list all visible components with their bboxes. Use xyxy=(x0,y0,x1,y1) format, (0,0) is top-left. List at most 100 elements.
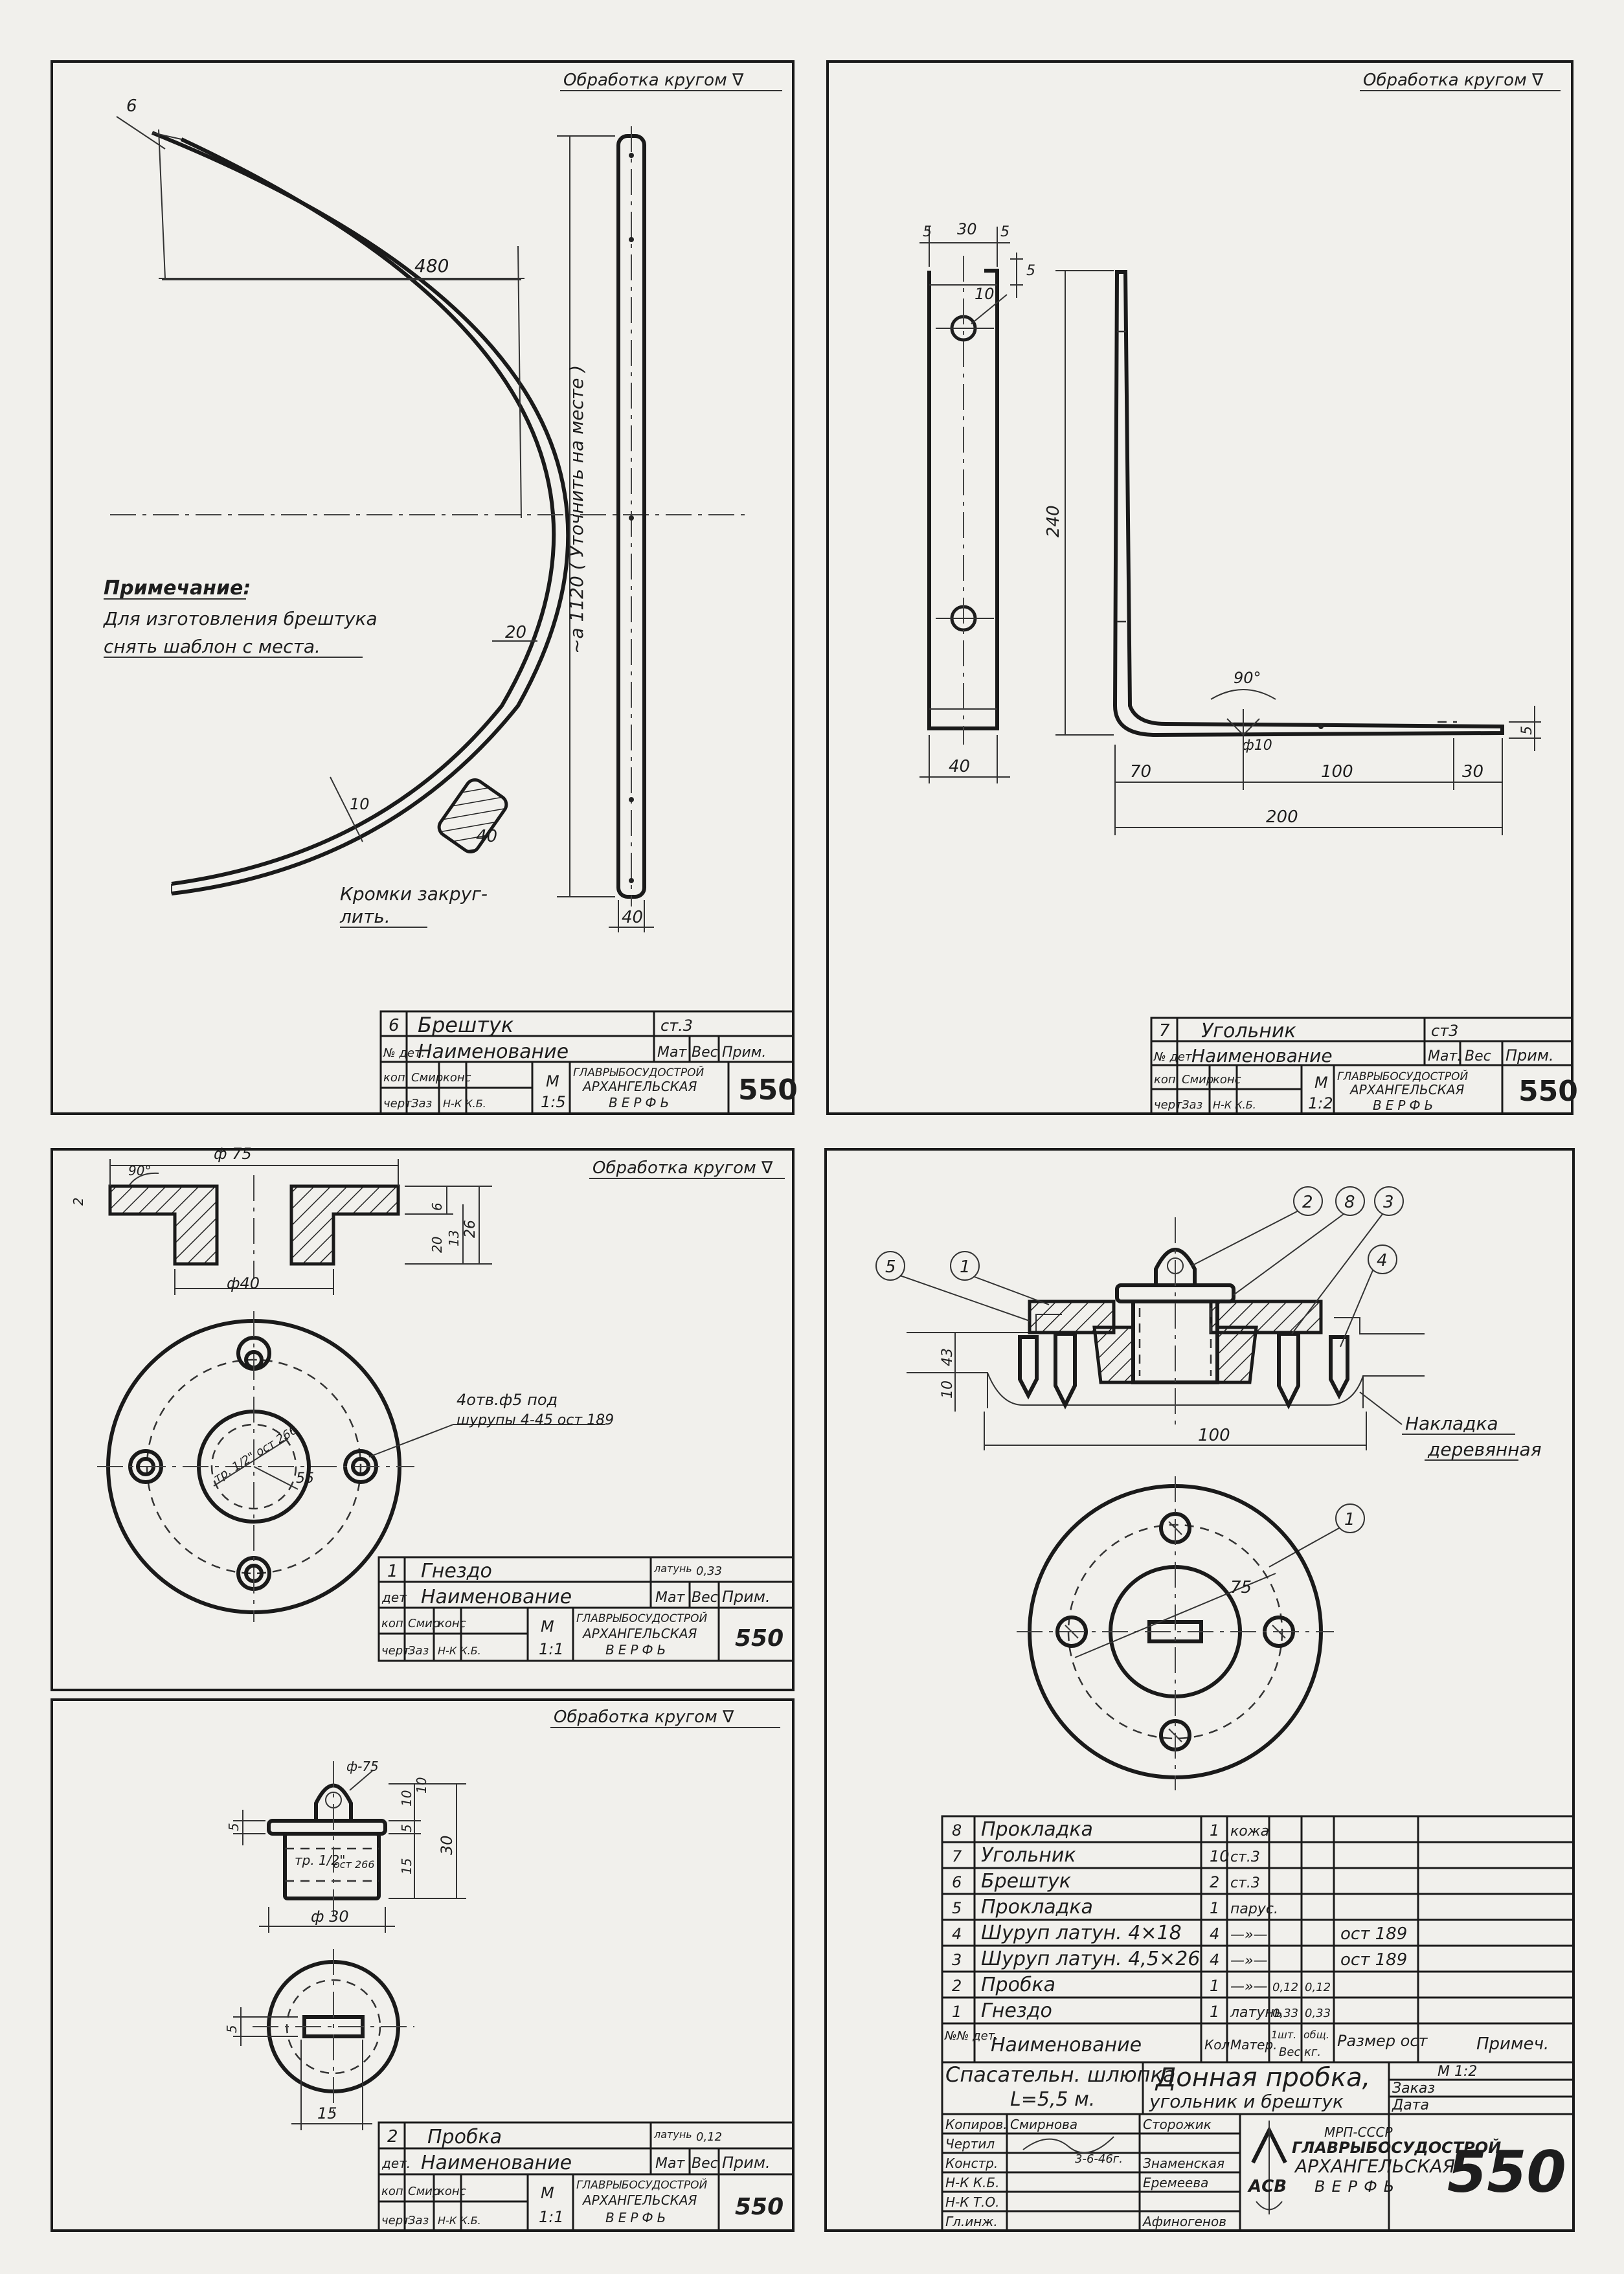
parts-cell-qty: 1 xyxy=(1210,1821,1219,1840)
svg-text:30: 30 xyxy=(957,220,977,238)
svg-text:2: 2 xyxy=(387,2127,398,2146)
parts-cell-mat: ст.3 xyxy=(1230,1849,1260,1865)
parts-cell-num: 1 xyxy=(952,2003,962,2021)
svg-text:МРП-СССР: МРП-СССР xyxy=(1324,2124,1393,2140)
svg-text:Наименование: Наименование xyxy=(421,2152,572,2174)
svg-text:100: 100 xyxy=(1198,1426,1230,1445)
parts-cell-num: 8 xyxy=(952,1821,962,1840)
svg-text:Смир: Смир xyxy=(411,1071,443,1085)
svg-text:№№ дет.: №№ дет. xyxy=(944,2029,998,2043)
svg-text:ВЕРФЬ: ВЕРФЬ xyxy=(605,1642,670,1658)
svg-text:1:2: 1:2 xyxy=(1308,1094,1333,1112)
svg-text:1:1: 1:1 xyxy=(539,2208,564,2226)
svg-text:Наименование: Наименование xyxy=(1191,1045,1333,1066)
svg-text:5: 5 xyxy=(1026,263,1035,279)
parts-cell-num: 3 xyxy=(952,1951,962,1969)
svg-text:5: 5 xyxy=(1000,224,1009,240)
svg-text:1шт.: 1шт. xyxy=(1271,2029,1296,2041)
svg-text:коп.: коп. xyxy=(383,1071,409,1085)
svg-text:Смирнова: Смирнова xyxy=(1010,2117,1077,2132)
svg-text:ГЛАВРЫБОСУДОСТРОЙ: ГЛАВРЫБОСУДОСТРОЙ xyxy=(576,1611,708,1625)
svg-text:5: 5 xyxy=(923,224,932,240)
svg-text:Прим.: Прим. xyxy=(1506,1046,1554,1064)
svg-text:550: 550 xyxy=(735,2194,784,2220)
svg-text:Угольник: Угольник xyxy=(1201,1020,1296,1042)
svg-text:ГЛАВРЫБОСУДОСТРОЙ: ГЛАВРЫБОСУДОСТРОЙ xyxy=(1292,2138,1501,2157)
parts-cell-num: 6 xyxy=(952,1873,962,1891)
svg-text:Вес: Вес xyxy=(1465,1048,1491,1064)
svg-text:№ дет.: № дет. xyxy=(383,1046,425,1060)
svg-text:ф 75: ф 75 xyxy=(214,1145,252,1163)
svg-text:ВЕРФЬ: ВЕРФЬ xyxy=(609,1095,673,1110)
parts-cell-num: 2 xyxy=(952,1977,962,1995)
assembly-screws xyxy=(1018,1332,1349,1410)
svg-text:Мат: Мат xyxy=(655,2156,685,2172)
parts-cell-qty: 4 xyxy=(1210,1951,1219,1969)
drawing-title-2: угольник и брештук xyxy=(1149,2091,1344,2112)
edge-note-2: лить. xyxy=(339,906,390,927)
svg-text:1:5: 1:5 xyxy=(541,1093,566,1111)
panel-2-frame xyxy=(826,60,1573,1115)
svg-text:ВЕРФЬ: ВЕРФЬ xyxy=(605,2210,670,2225)
parts-cell-name: Угольник xyxy=(981,1844,1076,1867)
parts-cell-w1: 0,33 xyxy=(1272,2007,1298,2020)
parts-cell-mat: парус. xyxy=(1230,1901,1278,1917)
svg-text:черт.: черт. xyxy=(383,1097,415,1110)
svg-text:Вес: Вес xyxy=(692,1044,718,1061)
svg-text:10: 10 xyxy=(975,285,995,303)
svg-text:конс: конс xyxy=(443,1071,471,1085)
svg-text:Наименование: Наименование xyxy=(421,1586,572,1608)
parts-cell-mat: кожа xyxy=(1230,1823,1269,1840)
breshtuk-outer-edge xyxy=(151,131,570,895)
scale: М 1:2 xyxy=(1438,2064,1477,2080)
svg-text:1: 1 xyxy=(960,1257,971,1277)
dim-6: 6 xyxy=(126,96,137,116)
svg-text:коп.: коп. xyxy=(381,2185,407,2198)
svg-text:15: 15 xyxy=(399,1858,414,1874)
svg-text:10: 10 xyxy=(940,1380,956,1399)
holes-note-2: шурупы 4-45 ост 189 xyxy=(457,1412,614,1428)
panel-breshtuk: Обработка кругом ∇ 6 480 20 10 40 Примеч… xyxy=(51,60,798,1115)
title-block-ugolnik: 7 Угольник ст3 № дет. Наименование Мат. … xyxy=(1150,1017,1578,1115)
dim-20: 20 xyxy=(505,623,526,642)
svg-text:черт.: черт. xyxy=(381,2214,413,2227)
svg-text:Н-К К.Б.: Н-К К.Б. xyxy=(945,2175,999,2190)
svg-text:6: 6 xyxy=(429,1202,445,1211)
svg-text:1: 1 xyxy=(1344,1510,1355,1529)
svg-text:латунь: латунь xyxy=(653,1562,692,1575)
svg-text:Констр.: Констр. xyxy=(945,2156,998,2171)
svg-text:дет.: дет. xyxy=(381,2156,411,2171)
svg-text:АРХАНГЕЛЬСКАЯ: АРХАНГЕЛЬСКАЯ xyxy=(1349,1082,1465,1098)
panel-3-frame xyxy=(51,1148,795,1691)
svg-text:10: 10 xyxy=(399,1790,414,1807)
svg-text:черт.: черт. xyxy=(381,1644,413,1658)
svg-text:ост 266: ост 266 xyxy=(333,1858,375,1871)
svg-text:Мат: Мат xyxy=(655,1590,685,1606)
svg-text:Матер.: Матер. xyxy=(1230,2037,1278,2053)
gnezdo-section-right xyxy=(289,1184,400,1266)
svg-text:Гнездо: Гнездо xyxy=(421,1560,492,1582)
svg-text:550: 550 xyxy=(1518,1075,1578,1108)
panel-probka: Обработка кругом ∇ тр. 1/2" ост 266 ф-75… xyxy=(51,1698,795,2232)
gnezdo-section-left xyxy=(108,1184,219,1266)
svg-text:Брештук: Брештук xyxy=(418,1013,514,1037)
bar-section xyxy=(437,778,508,854)
svg-text:Прим.: Прим. xyxy=(722,1588,771,1606)
parts-cell-w2: 0,12 xyxy=(1305,1981,1331,1994)
surface-note-2: Обработка кругом ∇ xyxy=(1363,71,1544,90)
date-label: Дата xyxy=(1392,2097,1429,2113)
dim-40-section: 40 xyxy=(476,827,497,846)
parts-cell-mat: ст.3 xyxy=(1230,1875,1260,1891)
svg-text:латунь: латунь xyxy=(653,2128,692,2141)
svg-text:40: 40 xyxy=(949,757,970,776)
svg-text:ф-75: ф-75 xyxy=(346,1759,379,1774)
svg-text:26: 26 xyxy=(462,1220,479,1238)
svg-text:Смир: Смир xyxy=(408,2185,440,2198)
surface-note-1: Обработка кругом ∇ xyxy=(563,71,744,90)
svg-text:13: 13 xyxy=(446,1230,462,1246)
svg-text:75: 75 xyxy=(1230,1578,1252,1597)
svg-text:конс: конс xyxy=(1213,1073,1241,1086)
svg-text:Заз: Заз xyxy=(408,1644,429,1658)
